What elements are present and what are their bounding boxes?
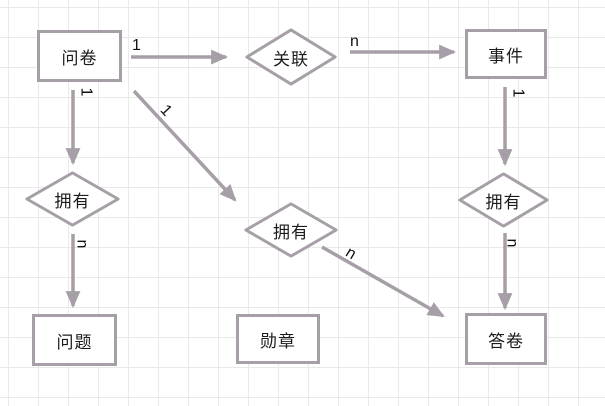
entity-relation[interactable]: 关联 (245, 28, 337, 86)
arrow-has-middle-answer-sheet[interactable] (321, 245, 445, 318)
edge-label-questionnaire-has-left[interactable]: 1 (77, 87, 95, 97)
entity-medal[interactable]: 勋章 (236, 314, 320, 364)
edge-label-event-has-right[interactable]: 1 (509, 88, 527, 98)
entity-question-label: 问题 (56, 332, 93, 352)
entity-event[interactable]: 事件 (465, 29, 547, 79)
entity-has-left[interactable]: 拥有 (25, 171, 120, 227)
diamond-shape (458, 172, 549, 228)
diamond-shape (245, 28, 337, 86)
entity-answer-sheet-label: 答卷 (488, 331, 524, 351)
entity-has-middle[interactable]: 拥有 (244, 202, 338, 258)
entity-answer-sheet[interactable]: 答卷 (465, 313, 547, 365)
diamond-shape (244, 202, 338, 258)
edge-label-has-middle-answer-sheet[interactable]: n (342, 243, 359, 264)
edge-label-questionnaire-relation[interactable]: 1 (132, 37, 141, 54)
entity-medal-label: 勋章 (260, 331, 296, 351)
entity-has-middle-label: 拥有 (273, 222, 309, 242)
diamond-shape (25, 171, 120, 227)
entity-question[interactable]: 问题 (32, 314, 117, 366)
entity-has-right[interactable]: 拥有 (458, 172, 549, 228)
entity-questionnaire[interactable]: 问卷 (37, 30, 122, 82)
entity-event-label: 事件 (488, 46, 524, 66)
edge-label-has-right-answer-sheet[interactable]: n (503, 238, 521, 248)
arrow-questionnaire-has-middle[interactable] (132, 89, 237, 202)
edge-label-relation-event[interactable]: n (350, 33, 359, 50)
edge-label-has-left-question[interactable]: n (73, 239, 91, 249)
entity-questionnaire-label: 问卷 (61, 48, 98, 68)
entity-has-right-label: 拥有 (485, 192, 522, 212)
entity-has-left-label: 拥有 (54, 191, 91, 211)
entity-relation-label: 关联 (273, 49, 309, 69)
edge-label-questionnaire-has-middle[interactable]: 1 (156, 101, 176, 120)
